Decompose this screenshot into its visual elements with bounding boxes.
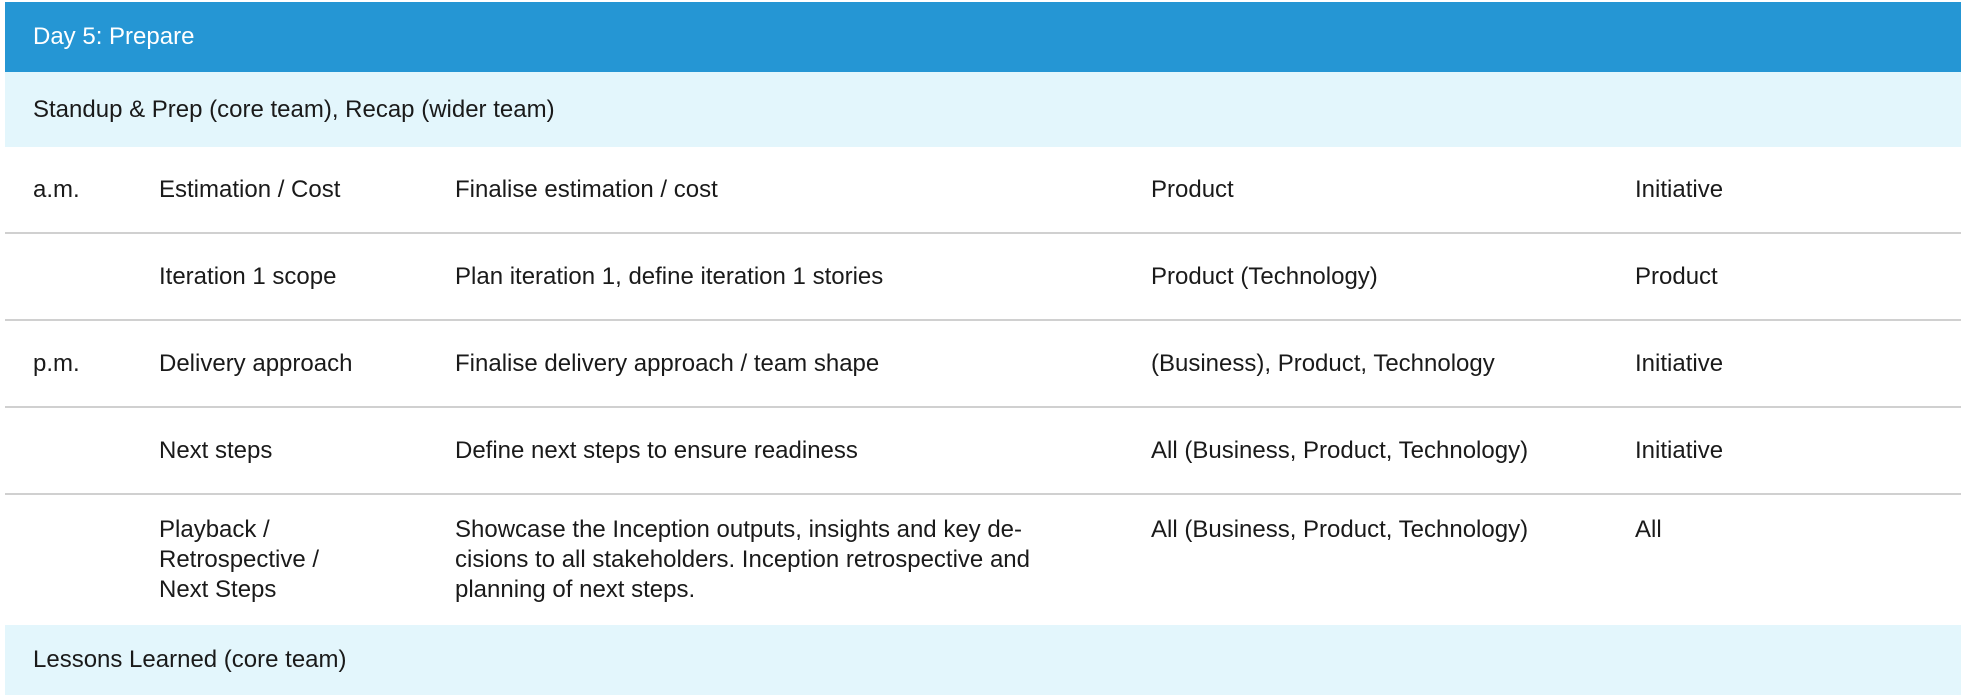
description-cell: Plan iteration 1, define iteration 1 sto… (455, 262, 884, 290)
description-cell: Finalise delivery approach / team shape (455, 349, 880, 377)
participants-cell: Product (Technology) (1151, 262, 1378, 290)
table-row: a.m. Estimation / Cost Finalise estimati… (5, 147, 1961, 234)
description-cell: Showcase the Inception outputs, insights… (455, 516, 1030, 603)
owner-cell: All (1635, 516, 1662, 543)
owner-cell: Initiative (1635, 175, 1724, 203)
participants-cell: Product (1151, 175, 1234, 203)
participants-cell: (Business), Product, Technology (1151, 349, 1495, 377)
lessons-band: Lessons Learned (core team) (5, 625, 1961, 695)
standup-band: Standup & Prep (core team), Recap (wider… (5, 72, 1961, 147)
lessons-band-label: Lessons Learned (core team) (33, 646, 347, 673)
owner-cell: Initiative (1635, 436, 1724, 464)
activity-cell: Iteration 1 scope (159, 262, 337, 290)
participants-cell: All (Business, Product, Technology) (1151, 516, 1529, 543)
participants-cell: All (Business, Product, Technology) (1151, 436, 1529, 464)
activity-cell: Delivery approach (159, 349, 353, 377)
activity-cell: Estimation / Cost (159, 175, 341, 203)
owner-cell: Initiative (1635, 349, 1724, 377)
day-title: Day 5: Prepare (33, 23, 195, 50)
activity-cell: Next steps (159, 436, 273, 464)
table-row: Playback / Retrospective / Next Steps Sh… (5, 495, 1961, 625)
time-cell: a.m. (33, 175, 80, 203)
table-row: Iteration 1 scope Plan iteration 1, defi… (5, 234, 1961, 321)
table-row: p.m. Delivery approach Finalise delivery… (5, 321, 1961, 408)
description-cell: Define next steps to ensure readiness (455, 436, 858, 464)
description-cell: Finalise estimation / cost (455, 175, 718, 203)
standup-band-label: Standup & Prep (core team), Recap (wider… (33, 95, 555, 123)
owner-cell: Product (1635, 262, 1718, 290)
schedule-table: Day 5: Prepare Standup & Prep (core team… (5, 2, 1961, 695)
day-header: Day 5: Prepare (5, 2, 1961, 72)
time-cell: p.m. (33, 349, 80, 377)
table-row: Next steps Define next steps to ensure r… (5, 408, 1961, 495)
activity-cell: Playback / Retrospective / Next Steps (159, 516, 320, 603)
